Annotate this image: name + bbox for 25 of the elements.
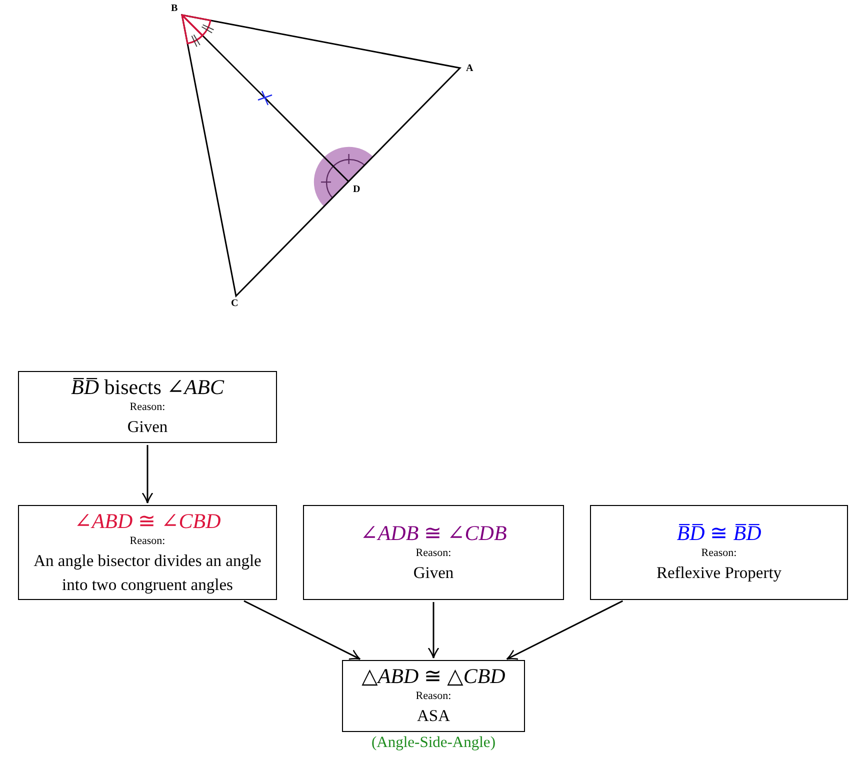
reason-heading: Reason: <box>130 534 166 548</box>
reason-heading: Reason: <box>416 689 452 704</box>
reason-heading: Reason: <box>701 546 737 560</box>
proof-box <box>590 505 848 600</box>
proof-box <box>342 660 525 732</box>
reason-heading: Reason: <box>130 400 166 415</box>
statement-text: ∠ABD ≅ ∠CBD <box>74 508 221 534</box>
proof-box <box>18 371 277 443</box>
reason-text: Reflexive Property <box>656 562 782 584</box>
vertex-label: B <box>171 3 178 15</box>
reason-text: ASA <box>416 705 450 727</box>
reason-heading: Reason: <box>416 546 452 560</box>
statement-text: B̅D̅ ≅ B̅D̅ <box>676 520 762 546</box>
caption-text: (Angle-Side-Angle) <box>372 734 496 752</box>
statement-text: B̅D̅ bisects ∠ABC <box>71 375 224 400</box>
proof-box <box>18 505 277 600</box>
statement-text: ∠ADB ≅ ∠CDB <box>360 520 507 546</box>
vertex-label: D <box>353 184 360 196</box>
reason-text: Given <box>127 416 168 438</box>
vertex-label: A <box>466 63 474 75</box>
reason-text: Given <box>413 562 454 584</box>
proof-box <box>303 505 564 600</box>
vertex-label: C <box>231 298 238 310</box>
reason-text: An angle bisector divides an angle into two congruent angles <box>32 550 262 596</box>
statement-text: △ABD ≅ △CBD <box>362 664 506 689</box>
